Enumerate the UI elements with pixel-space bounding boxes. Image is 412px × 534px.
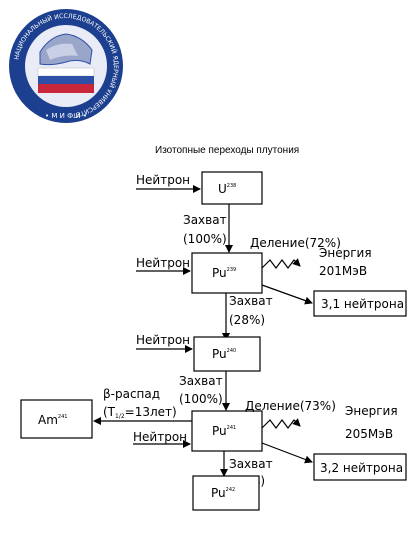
- neutrons-arrow-1: [261, 284, 313, 305]
- node-pu239-base: Pu: [212, 266, 227, 280]
- beta-halflife-sub: 1/2: [115, 413, 125, 420]
- node-neutrons-3-1: [313, 290, 407, 317]
- node-pu239-mass: 239: [227, 267, 237, 273]
- svg-text:(T1/2=13лет): (T1/2=13лет): [103, 405, 177, 420]
- node-pu240: [193, 336, 261, 372]
- node-pu242-mass: 242: [226, 487, 236, 493]
- energy1-value: 201МэВ: [319, 264, 367, 278]
- capture3-label: Захват: [179, 374, 223, 388]
- node-u238-base: U: [218, 182, 227, 196]
- fission1-label: Деление(72%): [250, 236, 341, 250]
- node-u238: [201, 171, 263, 205]
- node-pu240-base: Pu: [212, 347, 227, 361]
- svg-text:Pu241: Pu241: [212, 424, 236, 438]
- node-pu241-mass: 241: [227, 425, 237, 431]
- node-neutrons-3-1-label: 3,1 нейтрона: [321, 297, 404, 311]
- neutrons-arrow-2: [261, 442, 313, 464]
- svg-text:U238: U238: [218, 182, 236, 196]
- node-pu242-base: Pu: [211, 486, 226, 500]
- logo-bottom-text: • М И Ф И •: [45, 112, 87, 120]
- mephi-logo: НАЦИОНАЛЬНЫЙ ИССЛЕДОВАТЕЛЬСКИЙ ЯДЕРНЫЙ У…: [9, 9, 123, 123]
- node-neutrons-3-2: [313, 453, 407, 481]
- capture1-pct: (100%): [183, 232, 227, 246]
- fission2-label: Деление(73%): [245, 399, 336, 413]
- node-u238-mass: 238: [227, 183, 237, 189]
- svg-text:Pu239: Pu239: [212, 266, 236, 280]
- fission-zigzag-1: [261, 258, 301, 269]
- node-pu241: [191, 410, 263, 452]
- node-am241-base: Am: [38, 413, 58, 427]
- capture4-label: Захват: [229, 457, 273, 471]
- node-neutrons-3-2-label: 3,2 нейтрона: [320, 461, 403, 475]
- energy2-value: 205МэВ: [345, 427, 393, 441]
- neutron-label-1: Нейтрон: [136, 173, 190, 187]
- neutron-label-4: Нейтрон: [133, 430, 187, 444]
- capture3-pct: (100%): [179, 392, 223, 406]
- energy1-label: Энергия: [319, 246, 372, 260]
- energy2-label: Энергия: [345, 404, 398, 418]
- capture2-pct: (28%): [229, 313, 265, 327]
- svg-text:Pu242: Pu242: [211, 486, 235, 500]
- node-am241: [20, 399, 93, 439]
- logo-flag-icon: [37, 67, 95, 93]
- neutron-label-2: Нейтрон: [136, 256, 190, 270]
- capture1-label: Захват: [183, 213, 227, 227]
- fission-zigzag-2: [261, 418, 301, 429]
- node-pu239: [191, 252, 263, 294]
- beta-halflife-value: =13лет): [125, 405, 177, 419]
- diagram-title: Изотопные переходы плутония: [155, 145, 299, 156]
- neutron-label-3: Нейтрон: [136, 333, 190, 347]
- node-pu241-base: Pu: [212, 424, 227, 438]
- beta-label: β-распад: [103, 387, 160, 401]
- svg-text:Pu240: Pu240: [212, 347, 236, 361]
- node-pu240-mass: 240: [227, 348, 237, 354]
- svg-text:Am241: Am241: [38, 413, 67, 427]
- node-pu242: [192, 475, 260, 511]
- node-am241-mass: 241: [58, 414, 68, 420]
- logo-emblem-icon: [39, 33, 93, 66]
- beta-halflife-open: (T: [103, 405, 116, 419]
- capture2-label: Захват: [229, 294, 273, 308]
